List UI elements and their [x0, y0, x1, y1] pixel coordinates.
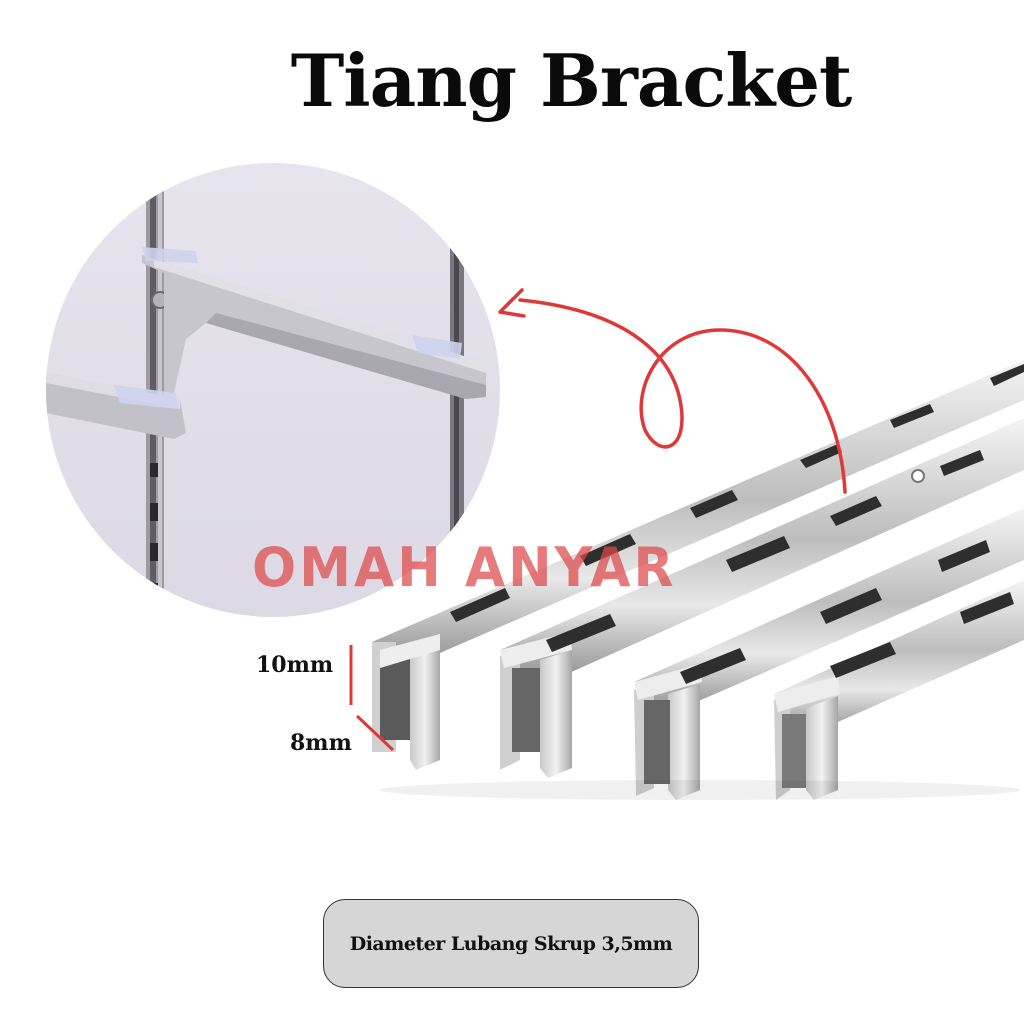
height-dimension-label: 10mm [256, 652, 334, 678]
bracket-illustration [46, 163, 486, 617]
bracket-inset-photo [46, 163, 500, 617]
screw-hole-note-text: Diameter Lubang Skrup 3,5mm [349, 932, 673, 955]
rail-3 [634, 508, 1024, 800]
width-dimension-label: 8mm [290, 730, 352, 756]
screw-hole-note: Diameter Lubang Skrup 3,5mm [323, 899, 699, 988]
width-dimension-mark [355, 714, 395, 752]
rail-1 [372, 360, 1024, 770]
brand-watermark: OMAH ANYAR [252, 536, 677, 600]
rail-4 [774, 580, 1024, 800]
page-title: Tiang Bracket [290, 38, 853, 123]
rail-2 [500, 418, 1024, 778]
